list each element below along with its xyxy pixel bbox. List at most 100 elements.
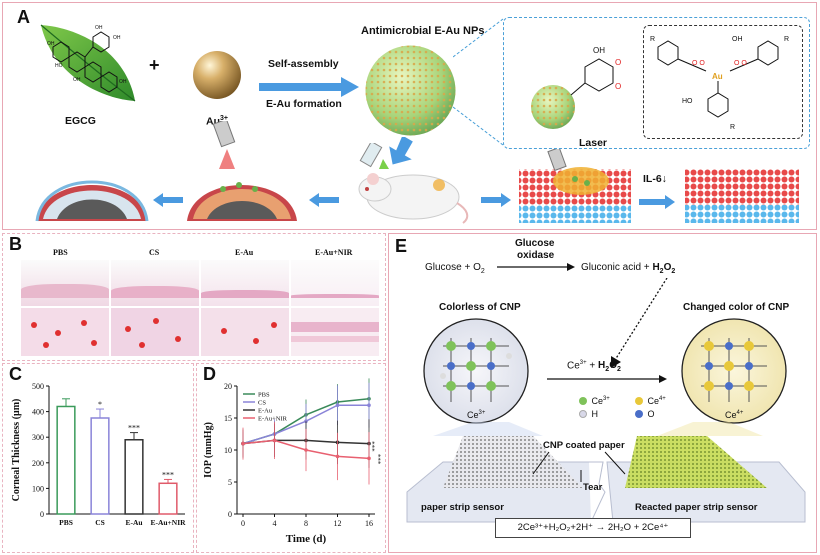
y-tick-label: 0 (40, 510, 44, 519)
legend-dot (579, 409, 587, 418)
y-axis-label: Corneal Thickness (μm) (11, 399, 22, 502)
ce4-text: Ce (725, 410, 737, 420)
histology-col-pbs: PBS (21, 244, 109, 358)
legend-text: H (591, 408, 598, 419)
svg-text:O: O (615, 82, 621, 91)
x-tick-label: 16 (365, 519, 373, 528)
reaction-label: Ce3+ + H2O2 (567, 360, 621, 374)
legend-label: Ce4+ (647, 396, 665, 406)
histology-overview-image (111, 260, 199, 306)
atom-legend: Ce3+ Ce4+ H O (579, 392, 689, 422)
significance-mark: *** (371, 441, 379, 452)
histology-zoom-image (111, 308, 199, 356)
svg-text:OH: OH (593, 46, 605, 55)
histology-overview-image (201, 260, 289, 306)
ce4-sup: 4+ (736, 410, 744, 416)
x-axis-label: Time (d) (286, 533, 327, 545)
egcg-label: EGCG (65, 115, 96, 127)
legend-sup: 4+ (658, 395, 666, 402)
legend-item-ce4: Ce4+ (635, 392, 666, 410)
svg-text:OH: OH (119, 79, 127, 85)
legend-dot (579, 396, 587, 405)
legend-item-ce3: Ce3+ (579, 392, 610, 410)
data-point (367, 403, 371, 407)
y-tick-label: 5 (228, 478, 232, 487)
data-point (241, 441, 245, 446)
ce3-label: Ce3+ (467, 410, 485, 420)
bar-pbs (56, 405, 76, 515)
x-tick-label: E-Au (125, 518, 142, 527)
histology-zoom-image (21, 308, 109, 356)
x-tick-label: 4 (273, 519, 277, 528)
bar-cs (90, 417, 110, 515)
structure-detail-box (503, 17, 810, 149)
svg-text:OH: OH (95, 25, 103, 31)
au-complex-structure: Au R R R OH HO O O O O (650, 36, 789, 131)
sensor-left-label: paper strip sensor (421, 502, 504, 513)
reaction-ce: Ce (567, 360, 580, 372)
enzyme-line2: oxidase (517, 250, 555, 261)
svg-text:OH: OH (47, 41, 55, 47)
legend-item-h: H (579, 405, 598, 423)
self-assembly-label: Self-assembly (268, 58, 339, 70)
svg-text:R: R (650, 36, 655, 43)
changed-title: Changed color of CNP (683, 302, 790, 313)
x-tick-label: 0 (241, 519, 245, 528)
callout-lines (532, 451, 626, 482)
histology-zoom-image (291, 308, 379, 356)
significance-mark: *** (128, 424, 140, 433)
svg-text:HO: HO (682, 98, 693, 105)
panel-b: B PBS CS (2, 233, 386, 361)
data-point (335, 403, 340, 407)
paper-strip-sensors (406, 422, 806, 523)
au-center-label: Au (712, 72, 723, 81)
bar-e-au-nir (158, 482, 178, 515)
x-tick-label: E-Au+NIR (150, 518, 186, 527)
product-text: Gluconic acid + (581, 262, 653, 273)
h2o2-h: H (652, 262, 660, 273)
svg-text:R: R (784, 36, 789, 43)
np-title: Antimicrobial E-Au NPs (361, 25, 485, 37)
legend-label: Ce3+ (591, 396, 609, 406)
legend-label: PBS (258, 392, 270, 399)
histology-grid: PBS CS E-Au (21, 244, 381, 358)
svg-text:O O: O O (692, 60, 705, 67)
x-tick-label: PBS (59, 518, 73, 527)
significance-mark: * (98, 400, 102, 409)
au-complex-box (643, 25, 803, 139)
data-point (304, 419, 308, 423)
tissue-block-healed (685, 169, 799, 223)
connector-lines (453, 18, 504, 146)
data-point (367, 456, 371, 461)
y-tick-label: 300 (32, 433, 44, 442)
self-assembly-arrow (259, 77, 359, 97)
data-point (335, 454, 340, 459)
y-tick-label: 20 (224, 382, 232, 391)
y-axis-label: IOP (mmHg) (203, 422, 214, 478)
x-tick-label: CS (95, 518, 105, 527)
laser-label: Laser (579, 137, 608, 149)
reaction-sup: 3+ (579, 360, 587, 366)
au-sup: 3+ (220, 115, 228, 122)
svg-text:R: R (730, 124, 735, 131)
x-tick-label: 8 (304, 519, 308, 528)
left-arrow-1 (153, 193, 183, 207)
y-tick-label: 10 (224, 446, 232, 455)
svg-text:O O: O O (734, 60, 747, 67)
histology-overview-image (291, 260, 379, 306)
gluconic-acid: Gluconic acid + H2O2 (581, 262, 676, 275)
tear-label: Tear (583, 482, 603, 493)
dotted-arrow-h2o2 (611, 278, 668, 368)
mouse-illustration (358, 143, 469, 224)
sensor-right-label: Reacted paper strip sensor (635, 502, 758, 513)
panel-e: E Glucose + O2 Glucose oxidase Gluconic … (388, 233, 817, 553)
enzyme-line1: Glucose (515, 238, 555, 249)
histology-col-e-au-nir: E-Au+NIR (291, 244, 379, 358)
glucose-o2: Glucose + O2 (425, 262, 485, 275)
significance-mark: *** (162, 470, 174, 479)
y-tick-label: 500 (32, 382, 44, 391)
panel-e-letter: E (395, 236, 408, 256)
histology-overview-image (21, 260, 109, 306)
right-arrow-il6 (639, 195, 675, 209)
